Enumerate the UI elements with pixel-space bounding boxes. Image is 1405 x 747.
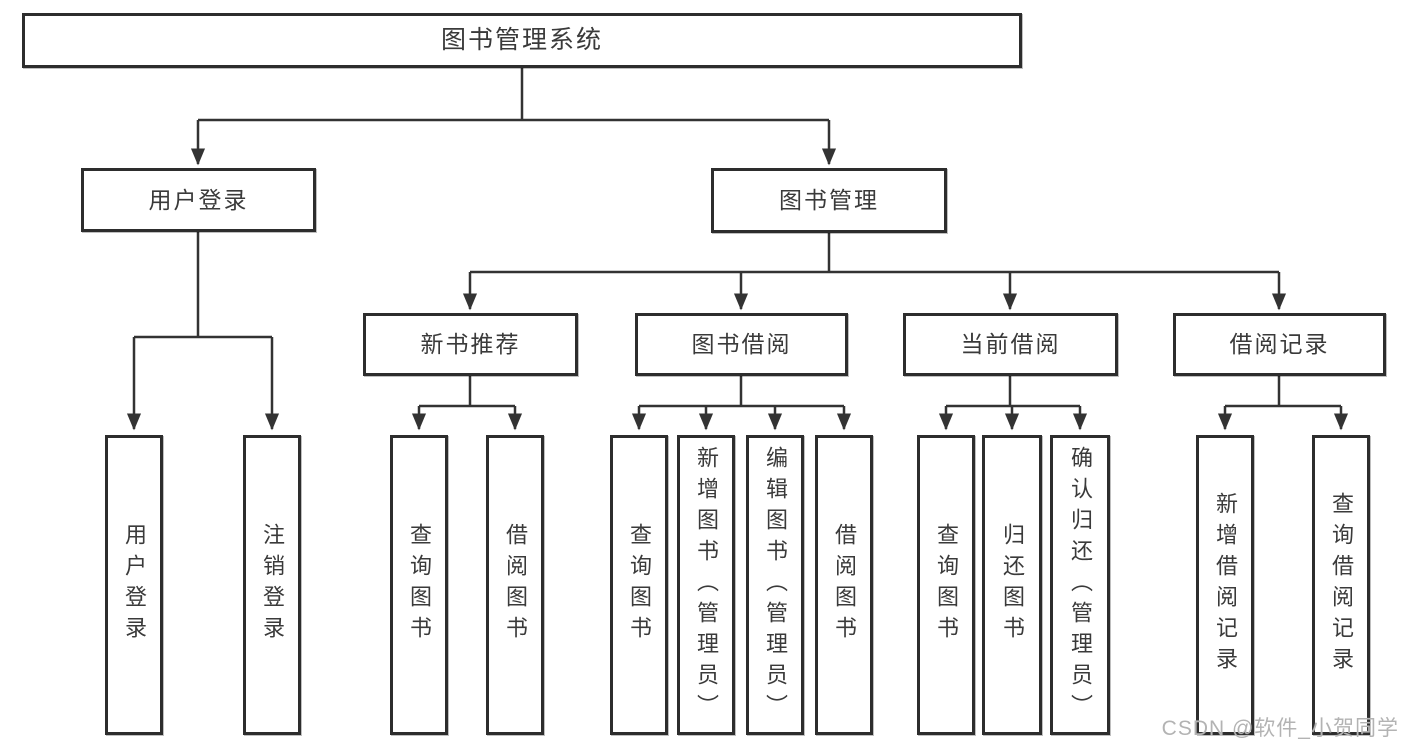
leaf-add-borrow-record: 新增借阅记录	[1196, 435, 1254, 735]
node-current-borrowing: 当前借阅	[903, 313, 1118, 376]
node-borrowing-records-label: 借阅记录	[1229, 331, 1330, 357]
leaf-query-books-borrowing-label: 查询图书	[627, 523, 652, 647]
node-book-borrowing-label: 图书借阅	[691, 331, 792, 357]
node-user-login-label: 用户登录	[148, 186, 249, 213]
node-new-book-recommend-label: 新书推荐	[420, 331, 521, 357]
node-new-book-recommend: 新书推荐	[363, 313, 578, 376]
leaf-borrow-books-recommend-label: 借阅图书	[503, 523, 528, 647]
leaf-add-book-admin-label: 新增图书（管理员）	[694, 445, 719, 725]
leaf-add-borrow-record-label: 新增借阅记录	[1213, 492, 1238, 678]
leaf-query-borrow-record: 查询借阅记录	[1312, 435, 1370, 735]
leaf-logout: 注销登录	[243, 435, 301, 735]
leaf-confirm-return-admin-label: 确认归还（管理员）	[1068, 445, 1093, 725]
leaf-query-books-current-label: 查询图书	[934, 523, 959, 647]
leaf-query-books-current: 查询图书	[917, 435, 975, 735]
csdn-watermark: CSDN @软件_小贺同学	[1161, 717, 1399, 740]
leaf-query-books-borrowing: 查询图书	[610, 435, 668, 735]
leaf-edit-book-admin: 编辑图书（管理员）	[746, 435, 804, 735]
leaf-add-book-admin: 新增图书（管理员）	[677, 435, 735, 735]
leaf-query-borrow-record-label: 查询借阅记录	[1329, 492, 1354, 678]
leaf-borrow-books-recommend: 借阅图书	[486, 435, 544, 735]
leaf-borrow-books-borrowing-label: 借阅图书	[832, 523, 857, 647]
node-root: 图书管理系统	[22, 13, 1022, 68]
node-book-management: 图书管理	[711, 168, 947, 233]
node-borrowing-records: 借阅记录	[1173, 313, 1386, 376]
leaf-user-login: 用户登录	[105, 435, 163, 735]
node-book-management-label: 图书管理	[779, 187, 879, 213]
node-root-label: 图书管理系统	[440, 26, 603, 54]
node-user-login: 用户登录	[81, 168, 316, 232]
node-current-borrowing-label: 当前借阅	[960, 331, 1061, 357]
leaf-user-login-label: 用户登录	[122, 523, 147, 647]
leaf-query-books-recommend: 查询图书	[390, 435, 448, 735]
leaf-return-books-label: 归还图书	[1000, 523, 1025, 647]
leaf-logout-label: 注销登录	[260, 523, 285, 647]
leaf-edit-book-admin-label: 编辑图书（管理员）	[763, 445, 788, 725]
leaf-return-books: 归还图书	[982, 435, 1042, 735]
leaf-confirm-return-admin: 确认归还（管理员）	[1050, 435, 1110, 735]
leaf-query-books-recommend-label: 查询图书	[407, 523, 432, 647]
node-book-borrowing: 图书借阅	[635, 313, 848, 376]
leaf-borrow-books-borrowing: 借阅图书	[815, 435, 873, 735]
